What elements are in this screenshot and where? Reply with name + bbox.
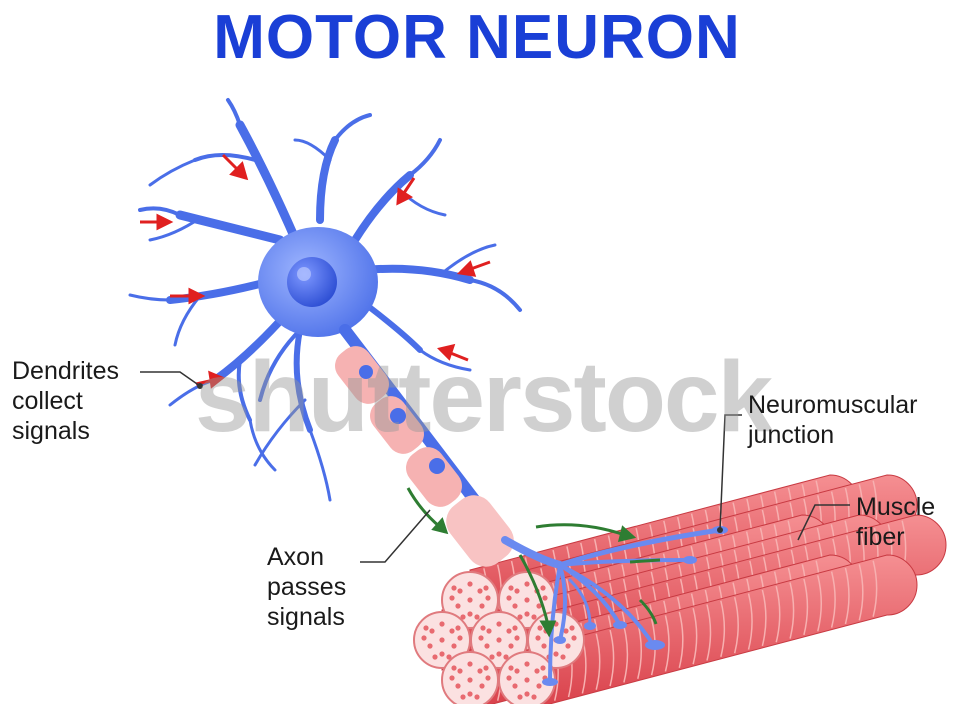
- label-muscle-fiber: Muscle fiber: [856, 492, 935, 552]
- nucleus: [287, 257, 337, 307]
- label-neuromuscular-junction: Neuromuscular junction: [748, 390, 918, 450]
- label-axon: Axon passes signals: [267, 542, 346, 632]
- label-dendrites: Dendrites collect signals: [12, 356, 119, 446]
- watermark: shutterstock: [195, 340, 771, 455]
